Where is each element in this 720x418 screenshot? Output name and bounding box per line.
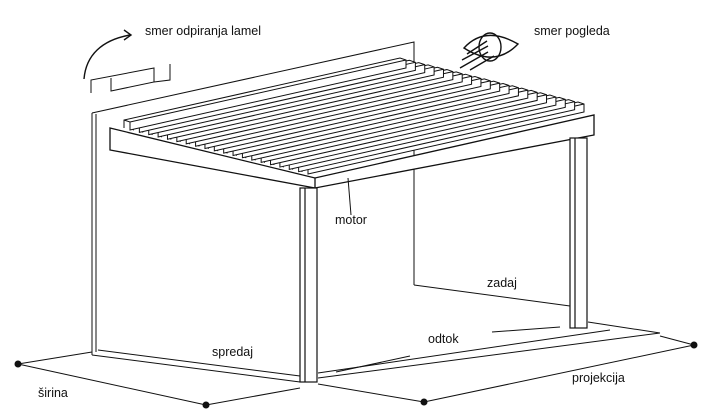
slat-open-icon xyxy=(90,64,171,93)
opening-direction-label: smer odpiranja lamel xyxy=(145,24,262,38)
roof-slat xyxy=(123,57,407,131)
motor-label: motor xyxy=(335,213,367,227)
width-label: širina xyxy=(38,386,68,400)
right-post xyxy=(569,137,588,329)
front-post xyxy=(299,187,318,383)
motor-pointer xyxy=(347,177,352,216)
view-direction-label: smer pogleda xyxy=(534,24,610,38)
roof-frame xyxy=(109,114,595,189)
projection-dimension xyxy=(317,335,698,406)
back-label: zadaj xyxy=(487,276,517,290)
eye-icon xyxy=(459,32,520,71)
projection-label: projekcija xyxy=(572,371,625,385)
drain-lines xyxy=(335,326,561,373)
curved-arrow-icon xyxy=(83,29,133,80)
floor xyxy=(91,284,661,383)
back-wall xyxy=(91,41,415,355)
roof-slats xyxy=(123,57,585,175)
drain-label: odtok xyxy=(428,332,459,346)
width-dimension xyxy=(14,351,301,409)
front-label: spredaj xyxy=(212,345,253,359)
